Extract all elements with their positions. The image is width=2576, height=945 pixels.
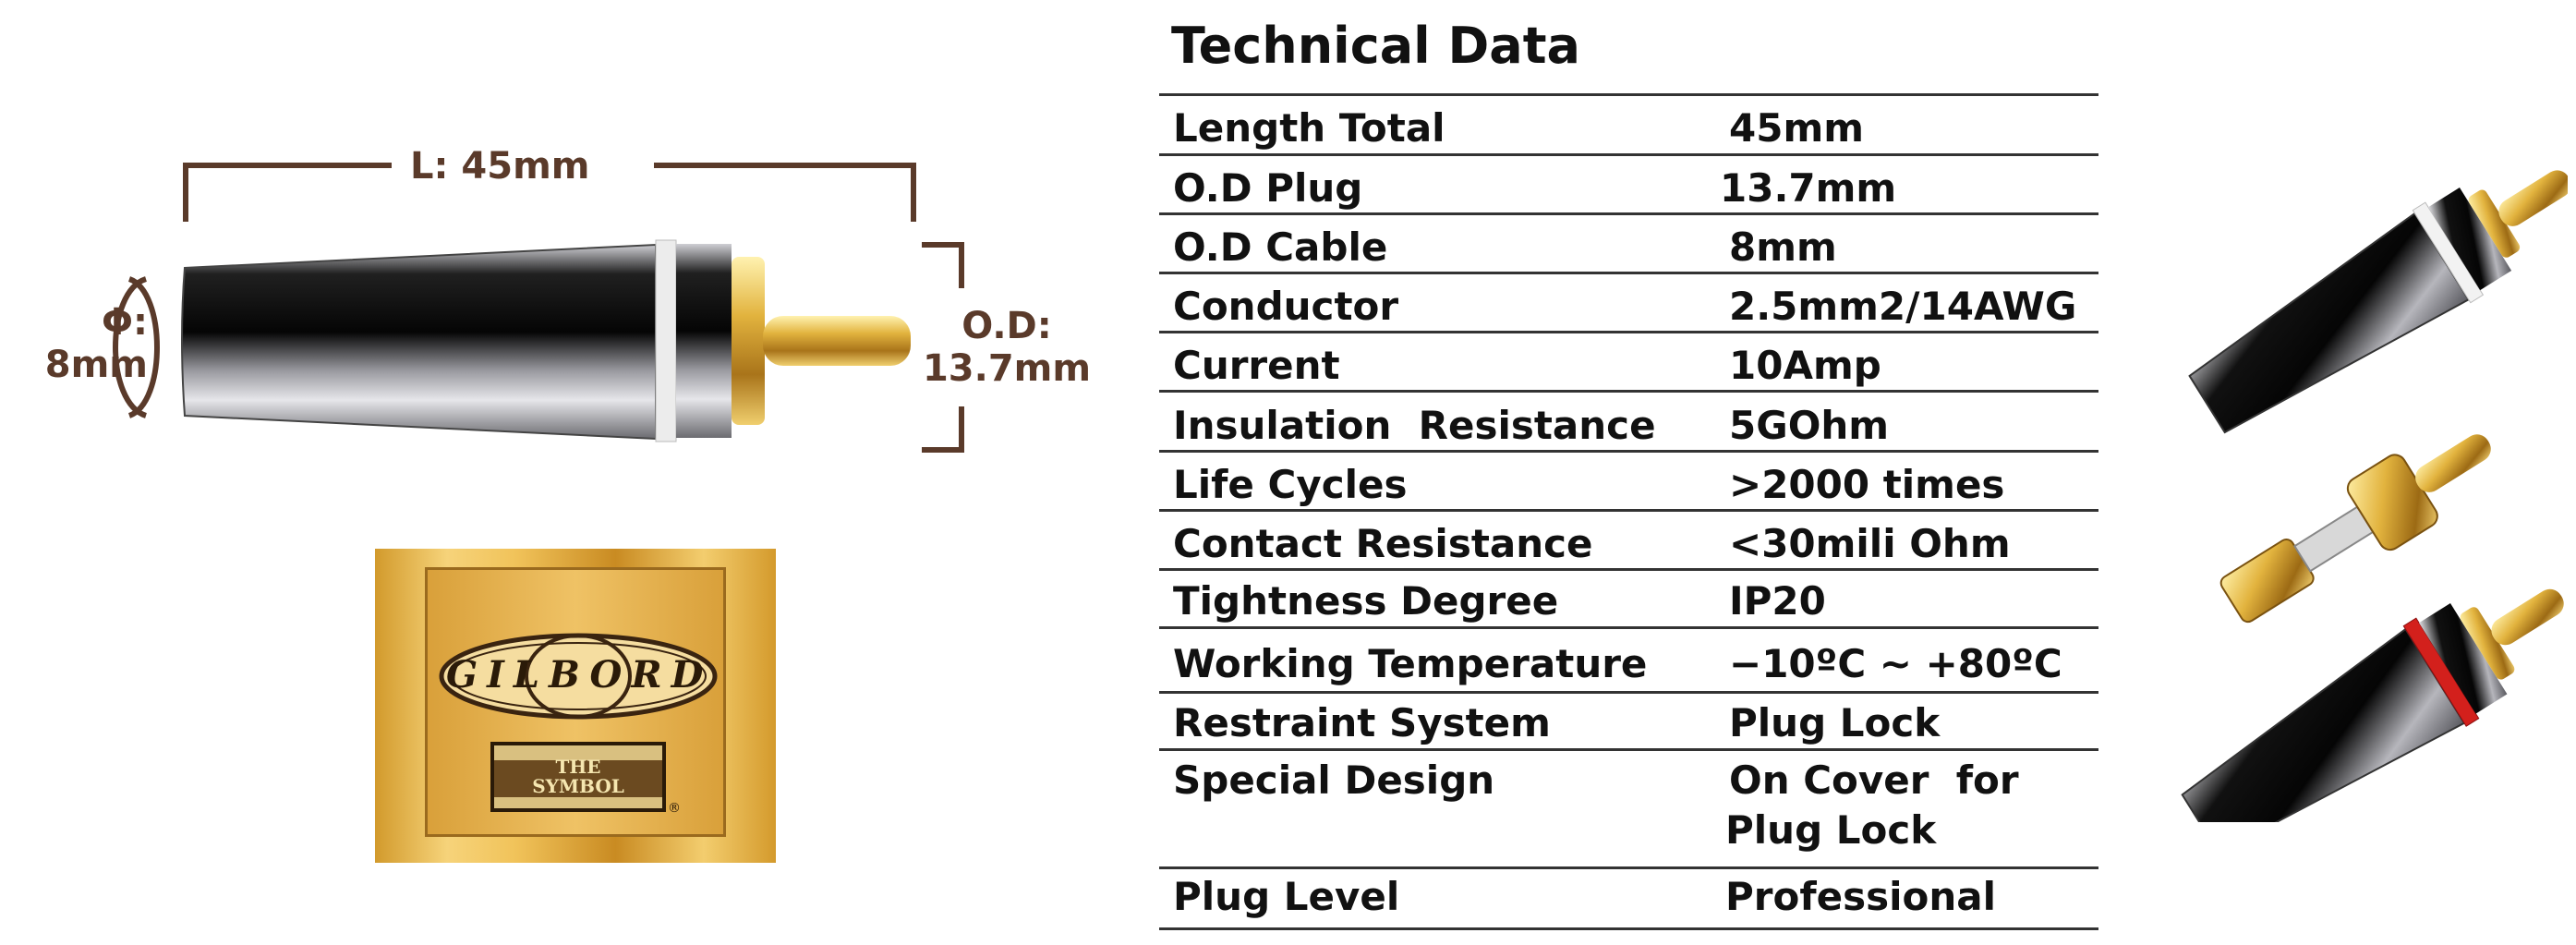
table-row-value: −10ºC ~ +80ºC: [1729, 641, 2062, 686]
table-row-label: Plug Level: [1173, 874, 1400, 919]
table-rule: [1159, 866, 2098, 869]
table-row-label: Tightness Degree: [1173, 578, 1559, 624]
table-rule: [1159, 691, 2098, 694]
plug-diameter-label: O.D: 13.7mm: [922, 305, 1092, 390]
plug-photos: [2181, 170, 2568, 822]
plug-diameter-bracket-top: [922, 242, 964, 288]
table-rule: [1159, 568, 2098, 571]
table-row-label: Insulation Resistance: [1173, 403, 1656, 448]
table-row-label: Special Design: [1173, 757, 1495, 803]
table-row-label: Life Cycles: [1173, 462, 1408, 507]
table-rule: [1159, 390, 2098, 393]
table-row-value: 8mm: [1729, 224, 1837, 270]
table-row-label: Contact Resistance: [1173, 521, 1593, 566]
table-row-value: On Cover for: [1729, 757, 2019, 803]
table-row-label: Length Total: [1173, 105, 1445, 151]
length-bracket-right: [654, 163, 916, 222]
gilbord-emblem: [439, 633, 718, 720]
table-row-label: Conductor: [1173, 284, 1399, 329]
plug-white-ring-image: [2188, 170, 2568, 434]
brand-logo: GILBORD THE SYMBOL ®: [375, 549, 776, 863]
table-rule: [1159, 509, 2098, 512]
registered-mark: ®: [668, 801, 681, 816]
brand-logo-inner: GILBORD THE SYMBOL ®: [425, 567, 726, 837]
table-row-value: 13.7mm: [1720, 165, 1897, 211]
rca-plug-image: [181, 239, 911, 442]
table-row-value: 10Amp: [1729, 343, 1881, 388]
length-bracket-left: [183, 163, 392, 222]
table-row-value: Plug Lock: [1729, 700, 1941, 745]
cable-diameter-label: Φ: 8mm: [44, 301, 148, 386]
table-row-value: Professional: [1725, 874, 1996, 919]
table-rule: [1159, 626, 2098, 629]
table-row-value: IP20: [1729, 578, 1826, 624]
table-row-value-line2: Plug Lock: [1725, 807, 1937, 853]
table-row-label: Restraint System: [1173, 700, 1551, 745]
table-rule: [1159, 450, 2098, 453]
table-rule: [1159, 212, 2098, 215]
table-rule: [1159, 93, 2098, 96]
gilbord-wordmark: GILBORD: [446, 653, 713, 697]
table-row-value: 5GOhm: [1729, 403, 1890, 448]
table-rule: [1159, 748, 2098, 751]
plug-red-ring-image: [2181, 588, 2564, 822]
table-rule: [1159, 927, 2098, 930]
table-rule: [1159, 153, 2098, 156]
table-row-label: O.D Cable: [1173, 224, 1388, 270]
table-row-value: 45mm: [1729, 105, 1864, 151]
cable-diameter-arc: [113, 276, 160, 418]
table-row-value: <30mili Ohm: [1729, 521, 2011, 566]
the-symbol-mark: THE SYMBOL: [490, 742, 666, 812]
table-rule: [1159, 331, 2098, 333]
gold-contact-image: [2219, 434, 2491, 624]
table-row-value: 2.5mm2/14AWG: [1729, 284, 2077, 329]
table-row-value: >2000 times: [1729, 462, 2005, 507]
table-row-label: Working Temperature: [1173, 641, 1648, 686]
table-rule: [1159, 272, 2098, 274]
length-label: L: 45mm: [410, 145, 590, 188]
table-title: Technical Data: [1171, 17, 1580, 75]
plug-diameter-bracket-bottom: [922, 406, 964, 453]
table-row-label: Current: [1173, 343, 1340, 388]
table-row-label: O.D Plug: [1173, 165, 1363, 211]
